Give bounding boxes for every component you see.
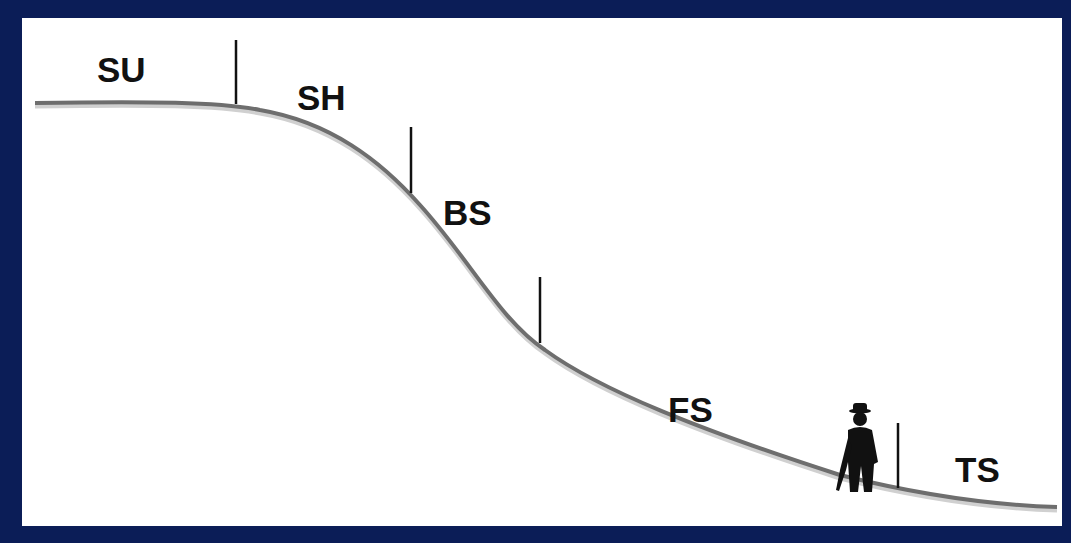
diagram-panel [22, 18, 1062, 526]
divider-line [235, 40, 238, 104]
zone-label: TS [955, 452, 1000, 487]
divider-line [539, 277, 542, 343]
slope-shadow [35, 105, 1057, 510]
zone-label: SU [97, 52, 146, 87]
divider-line [897, 423, 900, 488]
zone-label: FS [668, 392, 713, 427]
person-silhouette [836, 403, 878, 492]
slope-profile [35, 102, 1057, 507]
divider-line [410, 127, 413, 193]
zone-label: SH [297, 80, 346, 115]
zone-label: BS [443, 195, 492, 230]
